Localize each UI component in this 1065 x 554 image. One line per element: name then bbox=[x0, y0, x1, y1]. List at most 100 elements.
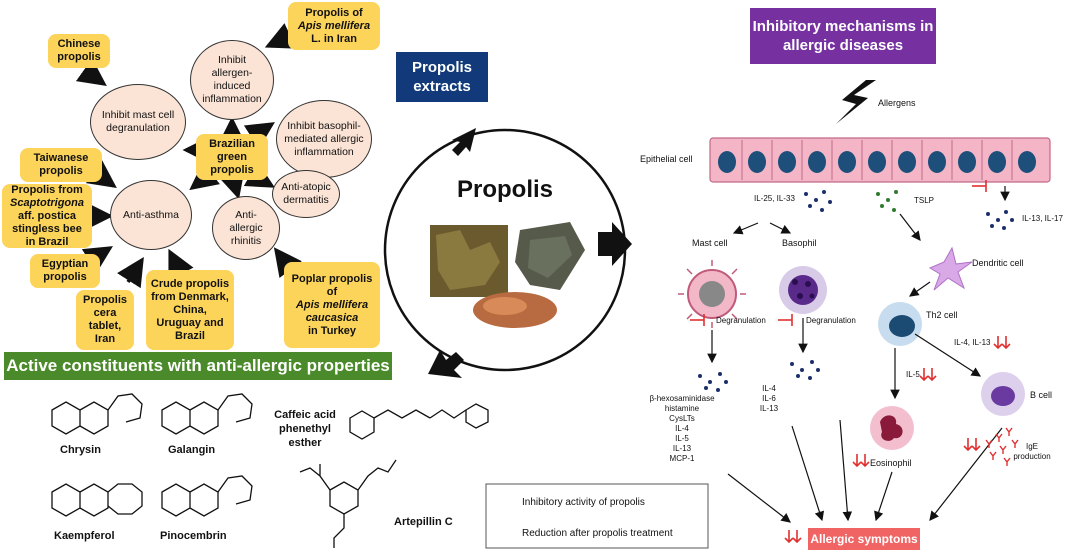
mediator-item: CysLTs bbox=[669, 414, 695, 423]
basophil-label: Basophil bbox=[782, 238, 817, 248]
oval-basophil-label: Inhibit basophil-mediated allergic infla… bbox=[284, 119, 364, 158]
epithelial-layer bbox=[709, 137, 1051, 183]
oval-atopic-label: Anti-atopic dermatitis bbox=[281, 181, 331, 206]
iran-line1: Propolis of bbox=[305, 6, 363, 19]
compound-galangin: Galangin bbox=[168, 444, 216, 456]
poplar-line1: Poplar propolis of bbox=[291, 272, 373, 298]
center-arrows bbox=[428, 128, 632, 378]
compound-chrysin: Chrysin bbox=[60, 444, 101, 456]
brazilian-propolis-label: Brazilian green propolis bbox=[209, 137, 255, 176]
cera-propolis-box: Propolis cera tablet, Iran bbox=[76, 290, 134, 350]
mediator-item: IL-4 bbox=[675, 424, 689, 433]
chinese-propolis-label: Chinese propolis bbox=[57, 38, 101, 63]
taiwanese-propolis-box: Taiwanese propolis bbox=[20, 148, 102, 182]
inhibition-markers bbox=[496, 180, 987, 508]
degranulation-2: Degranulation bbox=[806, 316, 856, 325]
allergic-symptoms-label: Allergic symptoms bbox=[810, 532, 918, 546]
scapto-line1: Propolis from bbox=[11, 183, 83, 196]
tslp-label: TSLP bbox=[914, 196, 935, 205]
b-cell-label: B cell bbox=[1030, 390, 1053, 400]
compound-cape: Caffeic acid phenethyl esther bbox=[274, 409, 336, 449]
ige-marks bbox=[985, 427, 1019, 466]
th2-label: Th2 cell bbox=[926, 310, 958, 320]
right-arrows bbox=[707, 186, 1010, 523]
propolis-photos bbox=[430, 222, 585, 328]
mediator-item: IL-13 bbox=[759, 404, 779, 413]
dendritic-cell-graphic bbox=[928, 246, 973, 291]
mechanisms-title-box: Inhibitory mechanisms in allergic diseas… bbox=[750, 8, 936, 64]
cytokine-dots bbox=[698, 190, 1014, 392]
iran-propolis-box: Propolis of Apis mellifera L. in Iran bbox=[288, 2, 380, 50]
mast-cell-graphic bbox=[678, 260, 746, 328]
active-constituents-title: Active constituents with anti-allergic p… bbox=[6, 356, 390, 375]
il5-label: IL-5 bbox=[906, 370, 920, 379]
ige-label: IgE production bbox=[1013, 442, 1051, 461]
mediator-item: MCP-1 bbox=[669, 454, 695, 463]
mediator-item: IL-6 bbox=[762, 394, 776, 403]
legend-box bbox=[485, 483, 709, 549]
mediator-item: IL-4 bbox=[762, 384, 776, 393]
egyptian-propolis-box: Egyptian propolis bbox=[30, 254, 100, 288]
propolis-extracts-box: Propolis extracts bbox=[396, 52, 488, 102]
brazilian-propolis-box: Brazilian green propolis bbox=[196, 134, 268, 180]
active-constituents-banner: Active constituents with anti-allergic p… bbox=[4, 352, 392, 380]
oval-allergic-rhinitis: Anti-allergic rhinitis bbox=[212, 196, 280, 260]
oval-allergen-label: Inhibit allergen-induced inflammation bbox=[202, 54, 262, 105]
dendritic-label: Dendritic cell bbox=[972, 258, 1024, 268]
compound-pinocembrin: Pinocembrin bbox=[160, 530, 227, 542]
oval-asthma-label: Anti-asthma bbox=[122, 208, 180, 221]
compound-structures bbox=[51, 393, 489, 548]
mediator-item: IL-13 bbox=[672, 444, 692, 453]
scapto-line3: aff. postica bbox=[17, 209, 77, 222]
taiwanese-propolis-label: Taiwanese propolis bbox=[33, 152, 89, 177]
legend-reduction: Reduction after propolis treatment bbox=[522, 528, 673, 539]
oval-anti-asthma: Anti-asthma bbox=[110, 180, 192, 250]
mechanisms-title: Inhibitory mechanisms in allergic diseas… bbox=[752, 18, 934, 54]
mediator-item: histamine bbox=[664, 404, 700, 413]
il4-13-label: IL-4, IL-13 bbox=[954, 338, 991, 347]
cera-propolis-label: Propolis cera tablet, Iran bbox=[82, 294, 127, 345]
oval-mast-label: Inhibit mast cell degranulation bbox=[101, 109, 175, 134]
eosinophil-graphic bbox=[870, 406, 914, 450]
th2-cell-graphic bbox=[878, 302, 922, 346]
legend-inhibitory: Inhibitory activity of propolis bbox=[522, 497, 645, 508]
mediator-item: β-hexosaminidase bbox=[649, 394, 715, 403]
scapto-line2: Scaptotrigona bbox=[10, 196, 84, 209]
propolis-extracts-label: Propolis extracts bbox=[411, 59, 472, 95]
b-cell-graphic bbox=[981, 372, 1025, 416]
basophil-graphic bbox=[779, 266, 827, 314]
allergic-symptoms-box: Allergic symptoms bbox=[808, 528, 920, 550]
mast-mediators: β-hexosaminidase histamine CysLTs IL-4 I… bbox=[632, 394, 732, 464]
iran-line3: L. in Iran bbox=[311, 32, 357, 45]
propolis-title: Propolis bbox=[456, 176, 553, 203]
il25-label: IL-25, IL-33 bbox=[754, 194, 795, 203]
eosinophil-label: Eosinophil bbox=[870, 458, 912, 468]
poplar-line3: in Turkey bbox=[307, 324, 357, 337]
scapto-line4: stingless bee in Brazil bbox=[12, 222, 82, 248]
oval-mast-degranulation: Inhibit mast cell degranulation bbox=[90, 84, 186, 160]
allergens-label: Allergens bbox=[878, 98, 916, 108]
iran-line2: Apis mellifera bbox=[297, 19, 371, 32]
oval-allergen-inflammation: Inhibit allergen-induced inflammation bbox=[190, 40, 274, 120]
poplar-propolis-box: Poplar propolis of Apis mellifera caucas… bbox=[284, 262, 380, 348]
mast-cell-label: Mast cell bbox=[692, 238, 728, 248]
compound-kaempferol: Kaempferol bbox=[54, 530, 115, 542]
degranulation-1: Degranulation bbox=[716, 316, 766, 325]
crude-propolis-box: Crude propolis from Denmark, China, Urug… bbox=[146, 270, 234, 350]
poplar-line2: Apis mellifera caucasica bbox=[295, 298, 369, 324]
allergen-bolt bbox=[836, 80, 876, 124]
chinese-propolis-box: Chinese propolis bbox=[48, 34, 110, 68]
basophil-mediators: IL-4 IL-6 IL-13 bbox=[754, 384, 784, 414]
scapto-propolis-box: Propolis from Scaptotrigona aff. postica… bbox=[2, 184, 92, 248]
oval-basophil-inflammation: Inhibit basophil-mediated allergic infla… bbox=[276, 100, 372, 178]
oval-rhinitis-label: Anti-allergic rhinitis bbox=[229, 208, 263, 247]
compound-artepillin: Artepillin C bbox=[394, 516, 453, 528]
tslp-dots bbox=[876, 190, 898, 212]
oval-atopic-dermatitis: Anti-atopic dermatitis bbox=[272, 170, 340, 218]
crude-propolis-label: Crude propolis from Denmark, China, Urug… bbox=[150, 277, 230, 342]
epithelial-label: Epithelial cell bbox=[640, 154, 693, 164]
mediator-item: IL-5 bbox=[675, 434, 689, 443]
egyptian-propolis-label: Egyptian propolis bbox=[41, 258, 89, 283]
il13-17-label: IL-13, IL-17 bbox=[1022, 214, 1063, 223]
